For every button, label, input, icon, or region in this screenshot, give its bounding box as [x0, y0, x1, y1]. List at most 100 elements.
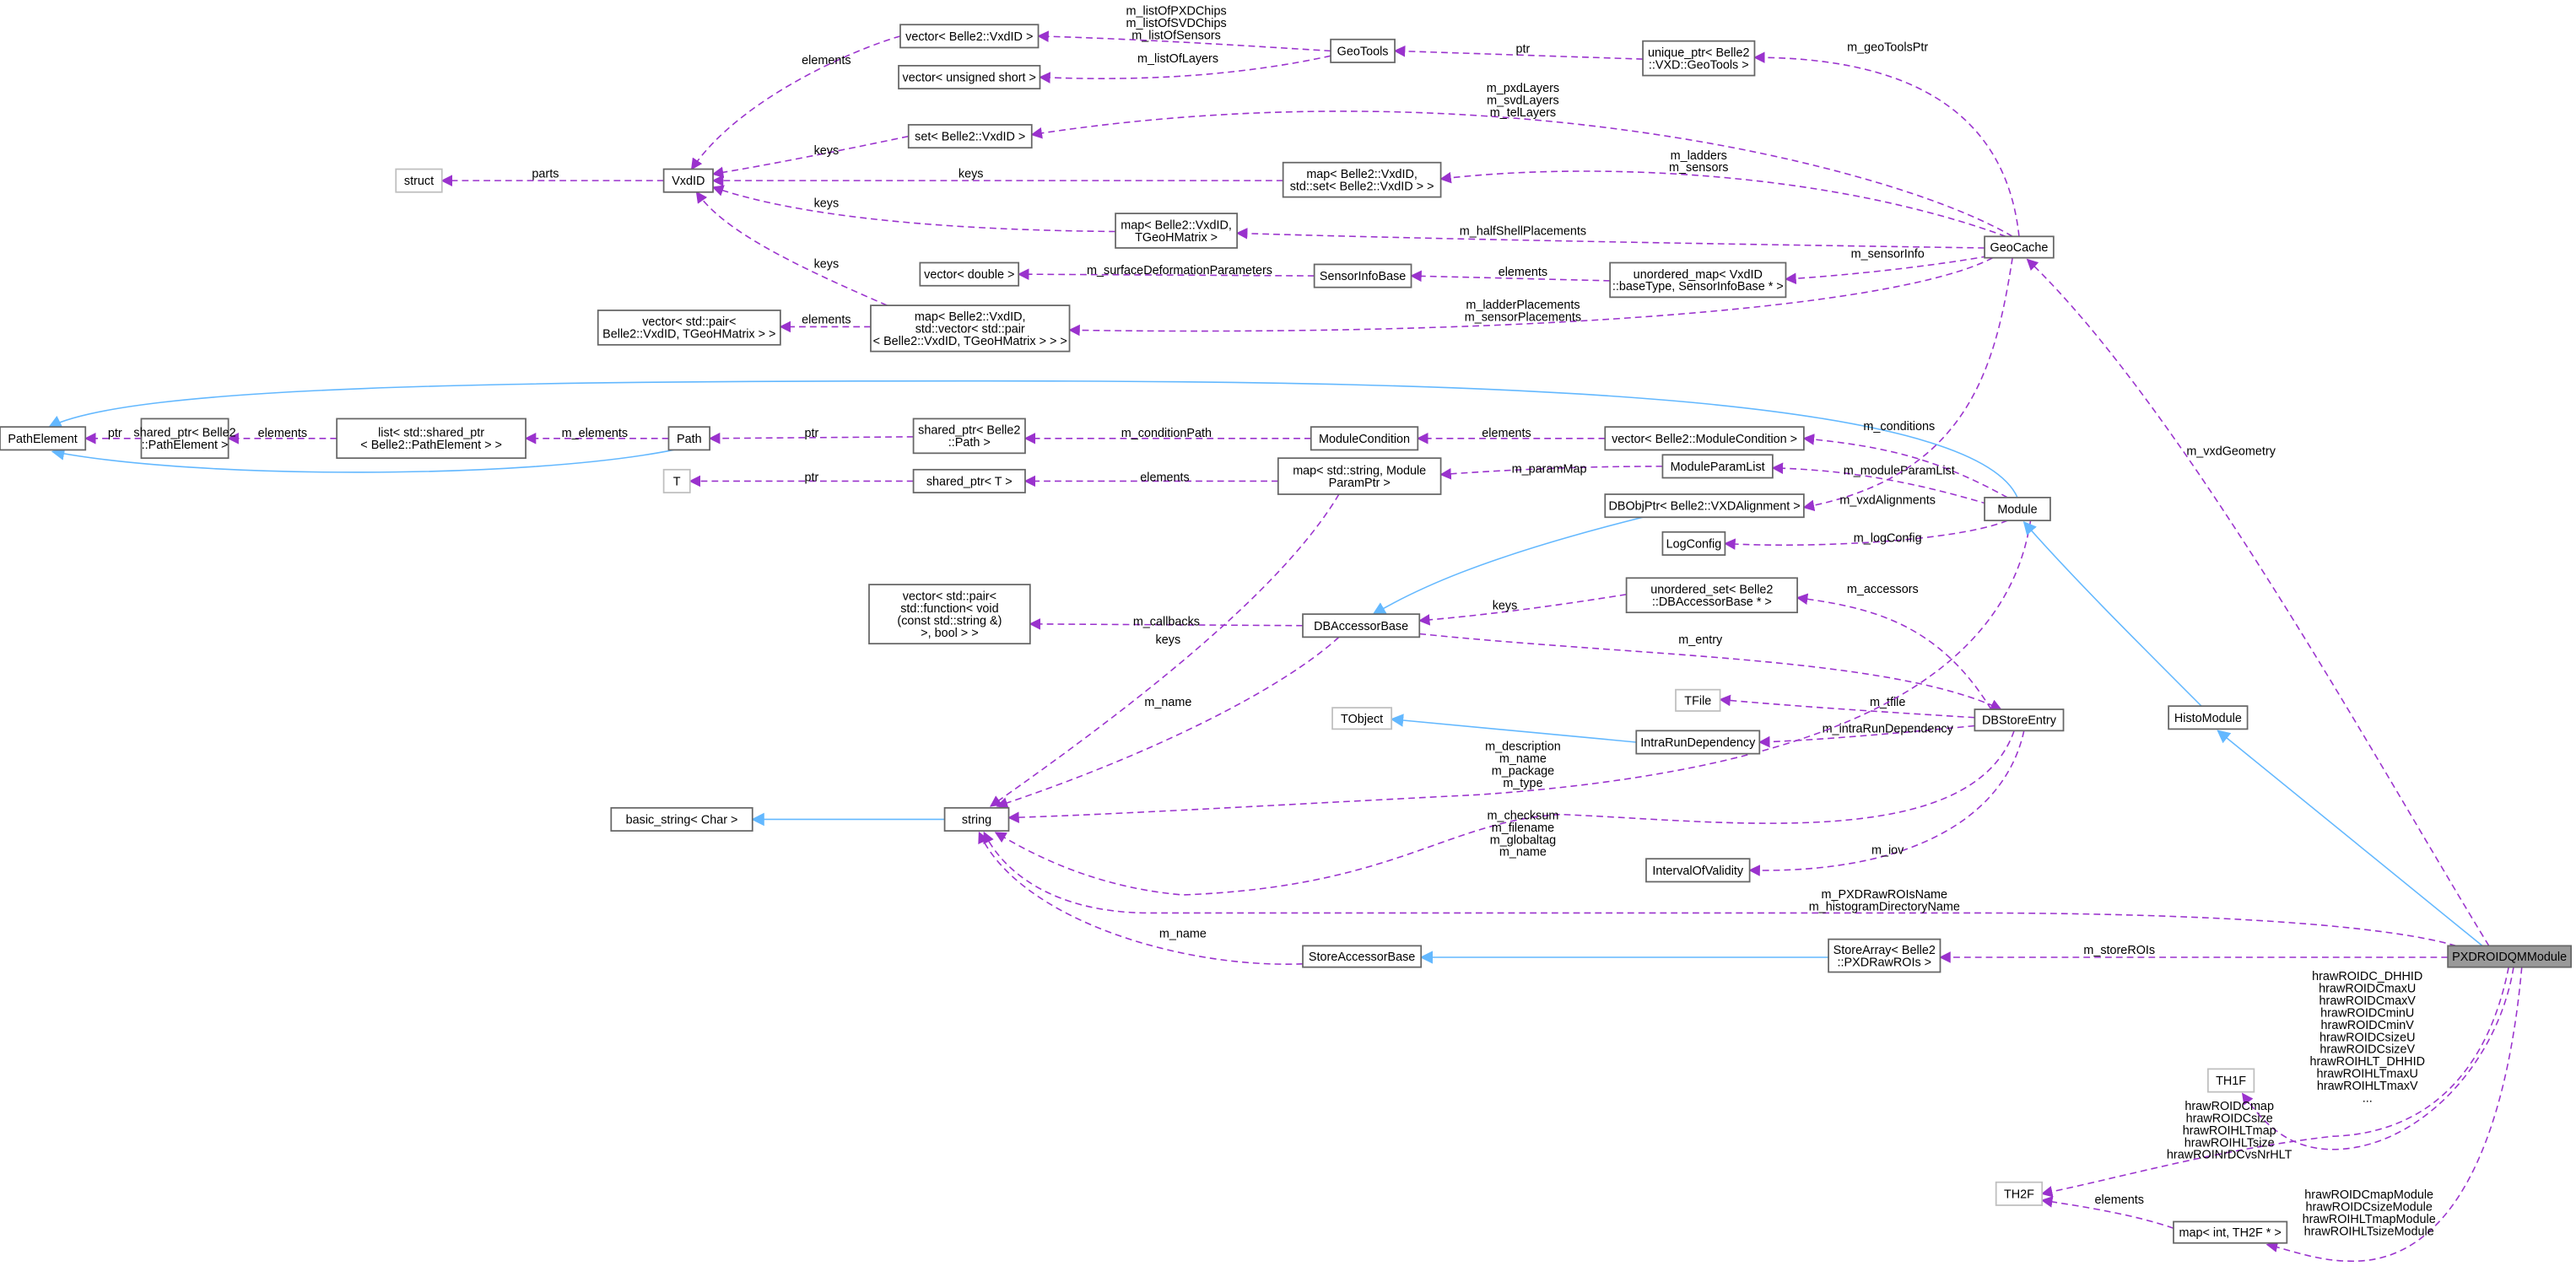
class-node-log-config[interactable]: LogConfig [1661, 531, 1726, 556]
class-box[interactable] [1675, 688, 1721, 712]
class-box[interactable] [2168, 705, 2249, 730]
class-node-map-vec[interactable]: map< Belle2::VxdID,std::vector< std::pai… [870, 304, 1071, 353]
edge-path-to-list-pe: m_elements [524, 427, 669, 444]
class-box[interactable] [610, 806, 753, 832]
class-node-th2f[interactable]: TH2F [1995, 1181, 2044, 1206]
class-node-pxdroidqmmodule[interactable]: PXDROIDQMModule [2447, 945, 2573, 968]
class-node-tfile[interactable]: TFile [1675, 688, 1721, 712]
class-node-shared-t[interactable]: shared_ptr< T > [912, 468, 1026, 493]
class-node-vec-mc[interactable]: vector< Belle2::ModuleCondition > [1604, 426, 1805, 451]
class-box[interactable] [597, 310, 781, 346]
class-name: unordered_set< Belle2 [1650, 584, 1773, 597]
class-node-t[interactable]: T [662, 468, 691, 493]
class-box[interactable] [667, 426, 711, 451]
class-node-set-vxd[interactable]: set< Belle2::VxdID > [907, 124, 1033, 149]
class-node-vec-vxd[interactable]: vector< Belle2::VxdID > [899, 24, 1040, 49]
class-box[interactable] [1635, 730, 1761, 755]
class-box[interactable] [2447, 945, 2573, 968]
class-box[interactable] [912, 468, 1026, 493]
class-box[interactable] [919, 261, 1020, 287]
class-box[interactable] [1984, 235, 2055, 259]
class-node-module-condition[interactable]: ModuleCondition [1310, 426, 1419, 451]
class-box[interactable] [1277, 457, 1442, 495]
class-node-vec-pair[interactable]: vector< std::pair<Belle2::VxdID, TGeoHMa… [597, 310, 781, 346]
class-node-th1f[interactable]: TH1F [2206, 1068, 2255, 1093]
class-box[interactable] [1313, 263, 1412, 288]
class-box[interactable] [1604, 426, 1805, 451]
class-node-umap-sensor[interactable]: unordered_map< VxdID::baseType, SensorIn… [1609, 261, 1787, 299]
class-box[interactable] [140, 418, 230, 460]
class-box[interactable] [898, 64, 1041, 90]
class-node-dbaccessor-base[interactable]: DBAccessorBase [1302, 613, 1421, 638]
class-node-store-accessor-base[interactable]: StoreAccessorBase [1302, 945, 1423, 968]
class-node-module-param-list[interactable]: ModuleParamList [1661, 454, 1774, 479]
class-box[interactable] [395, 168, 443, 193]
class-node-sensor-info-base[interactable]: SensorInfoBase [1313, 263, 1412, 288]
class-box[interactable] [870, 304, 1071, 353]
class-box[interactable] [907, 124, 1033, 149]
class-box[interactable] [1661, 531, 1726, 556]
class-node-unique-geo-tools[interactable]: unique_ptr< Belle2::VXD::GeoTools > [1642, 40, 1756, 77]
class-node-geo-tools[interactable]: GeoTools [1330, 38, 1396, 63]
class-box[interactable] [662, 468, 691, 493]
inheritance-arrow [2217, 730, 2483, 946]
class-node-vxd-id[interactable]: VxdID [662, 168, 714, 193]
class-node-interval-of-validity[interactable]: IntervalOfValidity [1645, 858, 1751, 883]
class-box[interactable] [1330, 38, 1396, 63]
class-box[interactable] [1310, 426, 1419, 451]
class-box[interactable] [662, 168, 714, 193]
class-box[interactable] [1974, 708, 2065, 732]
class-node-dbstore-entry[interactable]: DBStoreEntry [1974, 708, 2065, 732]
class-node-map-tgeo[interactable]: map< Belle2::VxdID,TGeoHMatrix > [1115, 213, 1239, 249]
class-name: basic_string< Char > [626, 814, 738, 827]
class-box[interactable] [1645, 858, 1751, 883]
class-node-map-set[interactable]: map< Belle2::VxdID,std::set< Belle2::Vxd… [1282, 161, 1442, 198]
class-node-path[interactable]: Path [667, 426, 711, 451]
class-node-map-int-th2f[interactable]: map< int, TH2F * > [2173, 1220, 2288, 1244]
class-box[interactable] [2173, 1220, 2288, 1244]
class-name: ModuleCondition [1319, 433, 1410, 446]
class-box[interactable] [912, 418, 1026, 455]
usage-arrow [690, 35, 901, 170]
class-node-intra-run-dependency[interactable]: IntraRunDependency [1635, 730, 1761, 755]
class-box[interactable] [1984, 497, 2051, 522]
class-node-path-element[interactable]: PathElement [0, 426, 87, 451]
class-node-list-pe[interactable]: list< std::shared_ptr< Belle2::PathEleme… [336, 418, 527, 460]
class-node-basic-string[interactable]: basic_string< Char > [610, 806, 753, 832]
class-box[interactable] [0, 426, 87, 451]
class-box[interactable] [1282, 161, 1442, 198]
class-box[interactable] [1995, 1181, 2044, 1206]
class-node-vec-double[interactable]: vector< double > [919, 261, 1020, 287]
edge-label: m_name [1499, 846, 1547, 859]
class-node-string[interactable]: string [943, 806, 1010, 832]
edge-label: hrawROIDCmap [2184, 1100, 2274, 1113]
class-box[interactable] [336, 418, 527, 460]
class-box[interactable] [1302, 945, 1423, 968]
class-node-geo-cache[interactable]: GeoCache [1984, 235, 2055, 259]
class-box[interactable] [1302, 613, 1421, 638]
class-box[interactable] [1115, 213, 1239, 249]
class-node-tobject[interactable]: TObject [1331, 707, 1393, 730]
class-node-shared-pe[interactable]: shared_ptr< Belle2::PathElement > [133, 418, 236, 460]
class-node-vec-func[interactable]: vector< std::pair<std::function< void(co… [868, 584, 1031, 645]
class-box[interactable] [1625, 577, 1798, 614]
class-box[interactable] [868, 584, 1031, 645]
class-node-shared-path[interactable]: shared_ptr< Belle2::Path > [912, 418, 1026, 455]
class-node-dbobj-ptr[interactable]: DBObjPtr< Belle2::VXDAlignment > [1604, 493, 1805, 519]
class-box[interactable] [2206, 1068, 2255, 1093]
class-node-store-array[interactable]: StoreArray< Belle2::PXDRawROIs > [1828, 938, 1941, 973]
class-box[interactable] [1642, 40, 1756, 77]
class-box[interactable] [1331, 707, 1393, 730]
class-node-struct[interactable]: struct [395, 168, 443, 193]
class-box[interactable] [1604, 493, 1805, 519]
class-node-vec-ushort[interactable]: vector< unsigned short > [898, 64, 1041, 90]
class-box[interactable] [1828, 938, 1941, 973]
class-node-module[interactable]: Module [1984, 497, 2051, 522]
class-box[interactable] [1609, 261, 1787, 299]
class-node-uset-dba[interactable]: unordered_set< Belle2::DBAccessorBase * … [1625, 577, 1798, 614]
class-box[interactable] [1661, 454, 1774, 479]
class-box[interactable] [899, 24, 1040, 49]
class-node-histo-module[interactable]: HistoModule [2168, 705, 2249, 730]
class-box[interactable] [943, 806, 1010, 832]
